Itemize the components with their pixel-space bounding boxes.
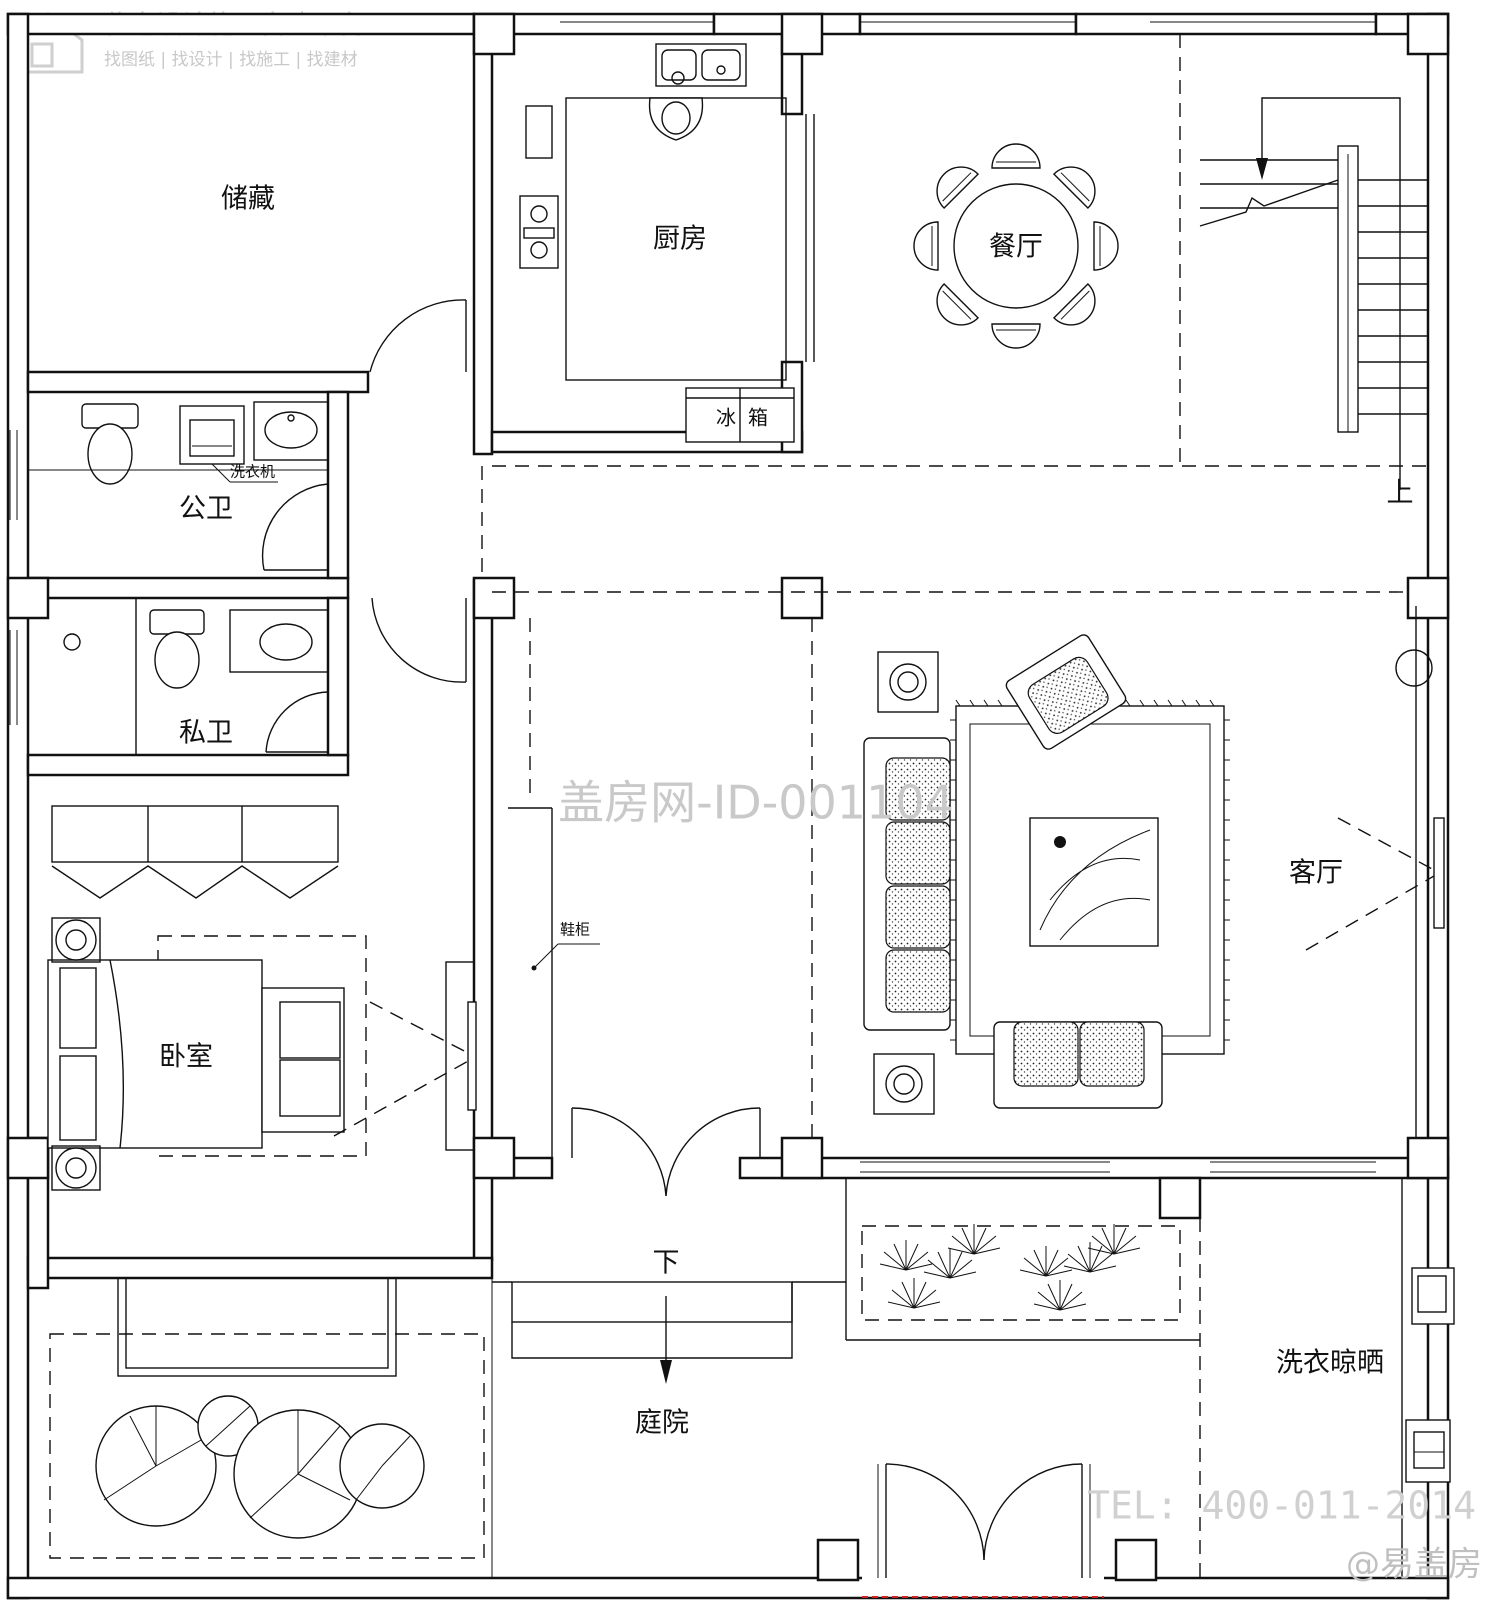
space-divisions [481,34,1428,1578]
basin-icon [229,609,329,673]
private-bath-door[interactable] [265,691,329,753]
floor-drain-icon [63,633,81,651]
bed-icon [47,959,263,1149]
side-table-lamp-icon [877,651,939,713]
cabinet-icon [525,105,553,159]
room-label-dining: 餐厅 [989,232,1043,263]
sink-icon [655,43,747,87]
kitchen: 冰 箱 [519,43,815,443]
steps-down-label: 下 [653,1248,680,1279]
stove-icon [519,195,559,269]
main-entrance-door[interactable] [571,1107,761,1197]
fridge-label-1: 冰 [716,406,736,430]
toilet-icon [149,609,205,635]
bedroom [47,805,477,1191]
tv-icon [1433,817,1445,929]
courtyard-gate[interactable] [877,1463,1091,1578]
room-label-public-bath: 公卫 [179,494,233,525]
dining-table [913,143,1119,349]
utility-sink-icon [1411,1267,1455,1325]
storage-door[interactable] [369,299,467,373]
room-label-kitchen: 厨房 [653,224,707,255]
room-label-private-bath: 私卫 [179,718,233,749]
room-label-bedroom: 卧室 [159,1042,213,1073]
entry-steps [492,1281,846,1384]
room-label-courtyard: 庭院 [635,1408,689,1439]
hall-door[interactable] [371,597,467,683]
stairs-up-label: 上 [1387,478,1414,509]
room-label-living: 客厅 [1289,858,1343,889]
watermark-tel: TEL: 400-011-2014 [1087,1484,1476,1528]
watermark-center: 盖房网-ID-001104 [558,776,954,830]
basin-icon [253,401,329,461]
logo-subtitle: 找图纸 | 找设计 | 找施工 | 找建材 [104,50,358,70]
columns [6,12,1450,1582]
entrance-hall: 鞋柜 [508,807,600,1158]
wardrobe-icon [51,805,339,863]
side-garden [49,1277,485,1559]
coffee-table-icon [1029,817,1159,947]
room-label-laundry: 洗衣晾晒 [1276,1348,1384,1379]
fridge-label-2: 箱 [748,406,768,430]
living-room [863,606,1445,1138]
private-bathroom [63,598,329,755]
planter-bed [845,1178,1200,1341]
watermark-brand: @易盖房 [1346,1545,1482,1585]
laundry-area [1401,1178,1455,1578]
public-bathroom: 洗衣机 [28,401,329,485]
shoe-cabinet-label: 鞋柜 [560,921,590,939]
public-bath-door[interactable] [261,483,329,571]
washer-label: 洗衣机 [230,463,275,481]
staircase [1199,97,1428,490]
room-label-storage: 储藏 [221,184,275,215]
nightstand-lamp-icon [55,919,97,961]
